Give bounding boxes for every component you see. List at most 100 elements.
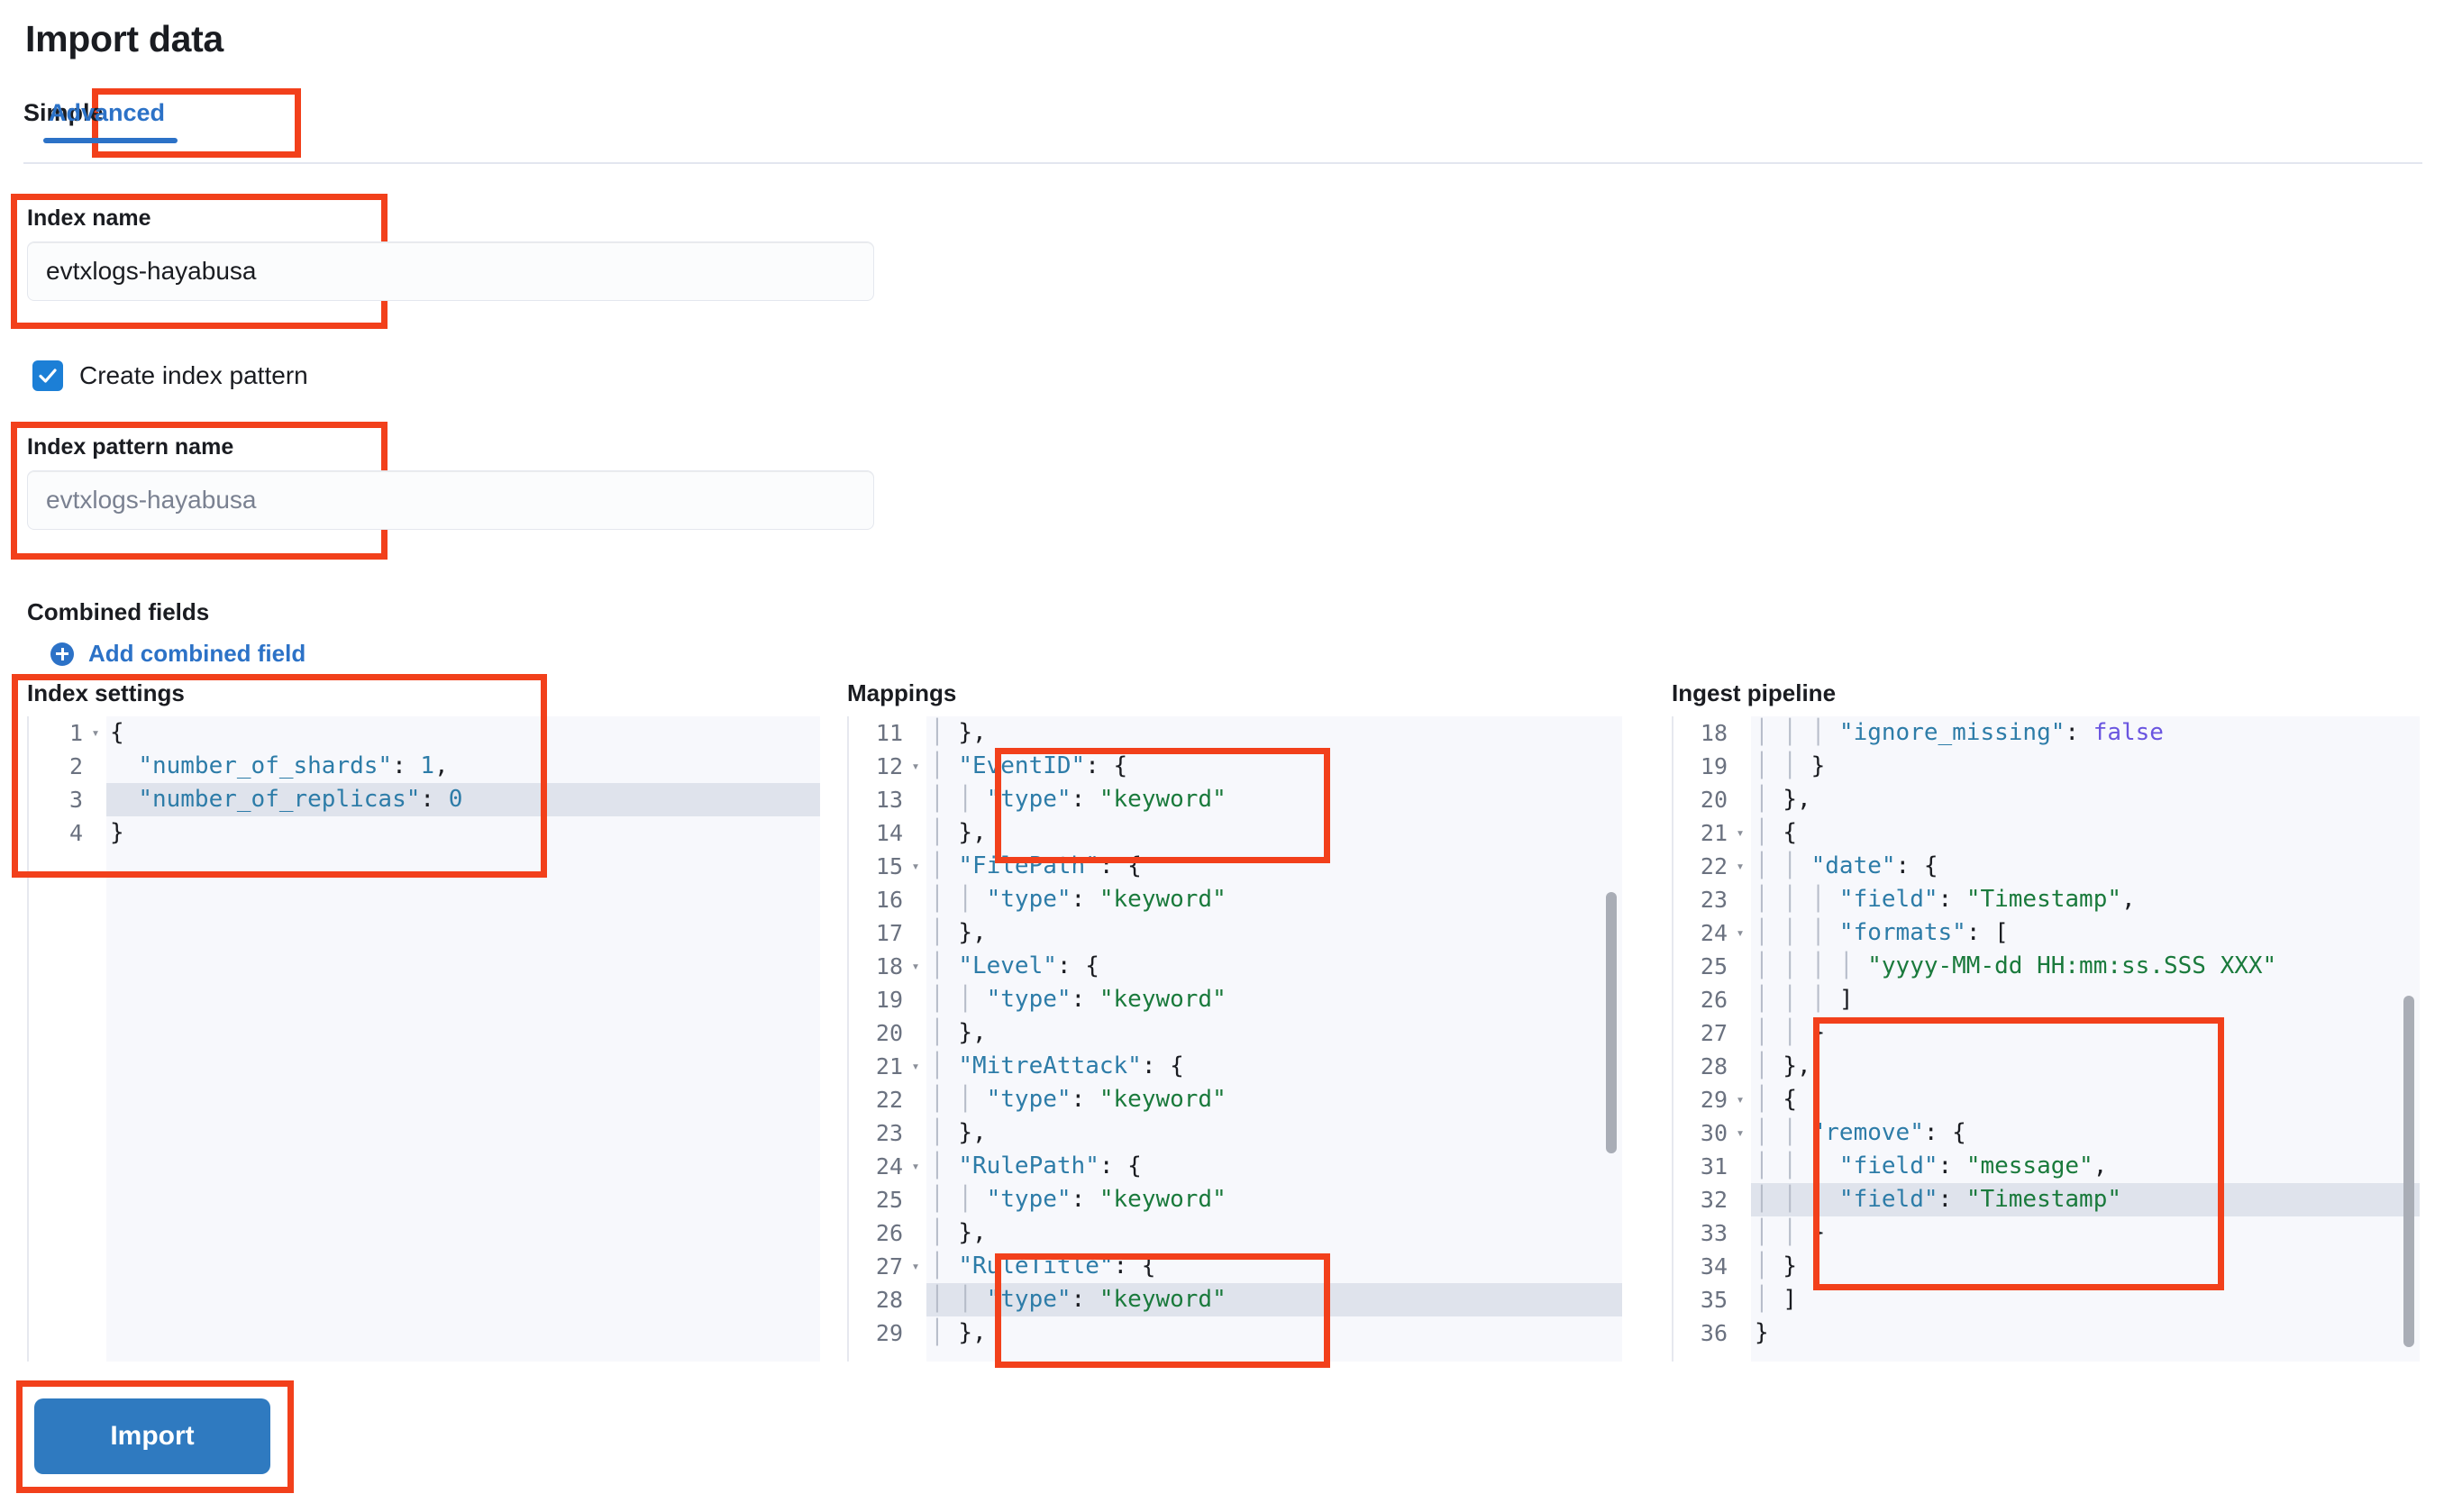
- code-text: │ │ "remove": {: [1755, 1119, 1966, 1146]
- code-line[interactable]: 20│ },: [1701, 783, 2420, 816]
- code-line[interactable]: 3 "number_of_replicas": 0: [69, 783, 820, 816]
- code-line[interactable]: 14│ },: [876, 816, 1622, 850]
- code-line[interactable]: 27▾│ "RuleTitle": {: [876, 1250, 1622, 1283]
- code-text: │ },: [930, 819, 987, 846]
- page-title: Import data: [25, 18, 223, 59]
- fold-caret-icon[interactable]: ▾: [911, 758, 920, 774]
- code-line[interactable]: 18│ │ │ "ignore_missing": false: [1701, 716, 2420, 750]
- mappings-code[interactable]: 11│ },12▾│ "EventID": {13│ │ "type": "ke…: [876, 716, 1622, 1362]
- code-line[interactable]: 20│ },: [876, 1016, 1622, 1050]
- code-text: │ {: [1755, 819, 1797, 846]
- add-combined-field-button[interactable]: Add combined field: [50, 640, 306, 668]
- code-line[interactable]: 16│ │ "type": "keyword": [876, 883, 1622, 916]
- code-line[interactable]: 26│ │ │ ]: [1701, 983, 2420, 1016]
- code-text: │ "EventID": {: [930, 752, 1128, 779]
- code-text: │ │ "type": "keyword": [930, 786, 1227, 813]
- fold-caret-icon[interactable]: ▾: [911, 1258, 920, 1274]
- line-number: 18: [875, 953, 903, 979]
- code-text: │ "RulePath": {: [930, 1152, 1142, 1180]
- index-name-input[interactable]: evtxlogs-hayabusa: [27, 241, 874, 301]
- code-line[interactable]: 29│ },: [876, 1316, 1622, 1350]
- code-line[interactable]: 21▾│ {: [1701, 816, 2420, 850]
- code-line[interactable]: 26│ },: [876, 1216, 1622, 1250]
- code-line[interactable]: 24▾│ "RulePath": {: [876, 1150, 1622, 1183]
- fold-caret-icon[interactable]: ▾: [91, 724, 100, 741]
- tab-divider: [23, 162, 2422, 164]
- code-text: │ │ "type": "keyword": [930, 1186, 1227, 1213]
- code-line[interactable]: 31│ │ │ "field": "message",: [1701, 1150, 2420, 1183]
- code-line[interactable]: 30▾│ │ "remove": {: [1701, 1116, 2420, 1150]
- fold-caret-icon[interactable]: ▾: [1736, 824, 1745, 841]
- code-line[interactable]: 23│ },: [876, 1116, 1622, 1150]
- line-number: 28: [875, 1287, 903, 1313]
- code-line[interactable]: 34│ }: [1701, 1250, 2420, 1283]
- fold-caret-icon[interactable]: ▾: [1736, 1091, 1745, 1107]
- code-line[interactable]: 18▾│ "Level": {: [876, 950, 1622, 983]
- mappings-editor[interactable]: 11│ },12▾│ "EventID": {13│ │ "type": "ke…: [847, 716, 1622, 1362]
- code-line[interactable]: 17│ },: [876, 916, 1622, 950]
- code-text: │ },: [930, 1219, 987, 1246]
- fold-caret-icon[interactable]: ▾: [1736, 858, 1745, 874]
- ingest-pipeline-scrollbar[interactable]: [2403, 996, 2414, 1347]
- import-button[interactable]: Import: [34, 1398, 270, 1474]
- code-text: │ │ "type": "keyword": [930, 1086, 1227, 1113]
- checkbox-checked-icon[interactable]: [32, 360, 63, 391]
- code-line[interactable]: 32│ │ │ "field": "Timestamp": [1701, 1183, 2420, 1216]
- code-line[interactable]: 22▾│ │ "date": {: [1701, 850, 2420, 883]
- code-line[interactable]: 25│ │ "type": "keyword": [876, 1183, 1622, 1216]
- line-number: 21: [875, 1053, 903, 1079]
- code-line[interactable]: 1 ▾ {: [69, 716, 820, 750]
- code-line[interactable]: 23│ │ │ "field": "Timestamp",: [1701, 883, 2420, 916]
- index-settings-editor[interactable]: 1 ▾ {2 "number_of_shards": 1,3 "number_of_…: [27, 716, 820, 1362]
- ingest-pipeline-gutter: [1672, 716, 1751, 1362]
- plus-circle-icon: [50, 642, 74, 666]
- code-line[interactable]: 25│ │ │ │ "yyyy-MM-dd HH:mm:ss.SSS XXX": [1701, 950, 2420, 983]
- code-line[interactable]: 33│ │ }: [1701, 1216, 2420, 1250]
- code-line[interactable]: 19│ │ "type": "keyword": [876, 983, 1622, 1016]
- line-number: 25: [1700, 953, 1728, 979]
- fold-caret-icon[interactable]: ▾: [911, 1058, 920, 1074]
- fold-caret-icon[interactable]: ▾: [911, 858, 920, 874]
- code-line[interactable]: 28│ │ "type": "keyword": [876, 1283, 1622, 1316]
- code-text: │ │ │ "formats": [: [1755, 919, 2009, 946]
- tab-simple[interactable]: Simple: [23, 99, 104, 126]
- mappings-scrollbar[interactable]: [1606, 892, 1617, 1153]
- code-text: {: [110, 719, 124, 746]
- fold-caret-icon[interactable]: ▾: [1736, 1125, 1745, 1141]
- fold-caret-icon[interactable]: ▾: [911, 1158, 920, 1174]
- index-settings-code[interactable]: 1 ▾ {2 "number_of_shards": 1,3 "number_of_…: [69, 716, 820, 1362]
- code-line[interactable]: 29▾│ {: [1701, 1083, 2420, 1116]
- ingest-pipeline-title: Ingest pipeline: [1672, 679, 1837, 706]
- index-settings-gutter: [27, 716, 106, 1362]
- code-line[interactable]: 24▾│ │ │ "formats": [: [1701, 916, 2420, 950]
- code-line[interactable]: 12▾│ "EventID": {: [876, 750, 1622, 783]
- fold-caret-icon[interactable]: ▾: [1736, 925, 1745, 941]
- code-line[interactable]: 35│ ]: [1701, 1283, 2420, 1316]
- code-line[interactable]: 27│ │ }: [1701, 1016, 2420, 1050]
- line-number: 17: [875, 920, 903, 946]
- code-line[interactable]: 13│ │ "type": "keyword": [876, 783, 1622, 816]
- code-line[interactable]: 19│ │ }: [1701, 750, 2420, 783]
- code-text: │ │ │ "ignore_missing": false: [1755, 719, 2164, 746]
- code-line[interactable]: 22│ │ "type": "keyword": [876, 1083, 1622, 1116]
- code-text: }: [1755, 1319, 1769, 1346]
- index-pattern-name-input[interactable]: evtxlogs-hayabusa: [27, 470, 874, 530]
- code-line[interactable]: 15▾│ "FilePath": {: [876, 850, 1622, 883]
- code-line[interactable]: 28│ },: [1701, 1050, 2420, 1083]
- code-line[interactable]: 11│ },: [876, 716, 1622, 750]
- create-index-pattern-row[interactable]: Create index pattern: [32, 360, 308, 391]
- code-text: │ }: [1755, 1252, 1797, 1280]
- tab-advanced[interactable]: Advanced: [23, 99, 190, 143]
- tab-bar: Simple Advanced: [23, 99, 178, 143]
- code-line[interactable]: 4}: [69, 816, 820, 850]
- code-line[interactable]: 21▾│ "MitreAttack": {: [876, 1050, 1622, 1083]
- code-line[interactable]: 36}: [1701, 1316, 2420, 1350]
- line-number: 19: [1700, 753, 1728, 779]
- code-line[interactable]: 2 "number_of_shards": 1,: [69, 750, 820, 783]
- fold-caret-icon[interactable]: ▾: [911, 958, 920, 974]
- line-number: 1: [68, 720, 83, 746]
- line-number: 28: [1700, 1053, 1728, 1079]
